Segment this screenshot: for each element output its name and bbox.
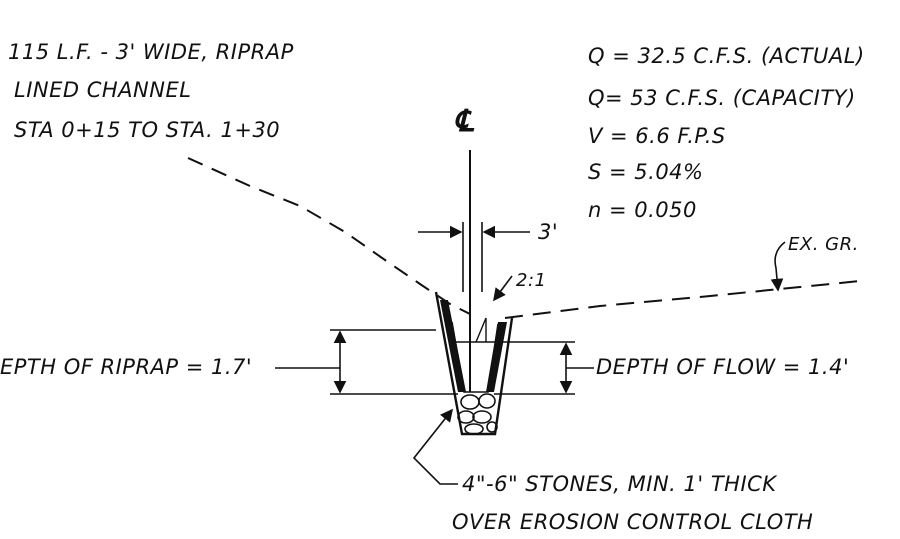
existing-ground-right (504, 280, 861, 319)
title-line-1: 115 L.F. - 3' WIDE, RIPRAP (8, 40, 294, 64)
centerline-symbol: ℄ (454, 104, 474, 139)
side-slope-label: 2:1 (516, 270, 547, 291)
existing-ground-left (187, 157, 471, 315)
riprap-depth-label: EPTH OF RIPRAP = 1.7' (0, 355, 253, 379)
hydraulic-q-actual: Q = 32.5 C.F.S. (ACTUAL) (588, 44, 865, 68)
title-line-3: STA 0+15 TO STA. 1+30 (14, 118, 281, 142)
stone-note-line-1: 4"-6" STONES, MIN. 1' THICK (462, 472, 777, 496)
hydraulic-manning-n: n = 0.050 (588, 198, 697, 222)
hydraulic-velocity: V = 6.6 F.P.S (588, 124, 726, 148)
slope-leader (493, 275, 513, 302)
riprap-stones (457, 393, 498, 435)
slope-triangle (475, 317, 487, 343)
existing-ground-label: EX. GR. (788, 234, 859, 255)
ex-gr-leader (770, 241, 786, 292)
channel-inner (451, 321, 499, 393)
hydraulic-q-capacity: Q= 53 C.F.S. (CAPACITY) (588, 86, 856, 110)
bottom-width-label: 3' (538, 220, 559, 244)
stone-note-line-2: OVER EROSION CONTROL CLOTH (452, 510, 814, 534)
flow-depth-label: DEPTH OF FLOW = 1.4' (596, 355, 850, 379)
title-line-2: LINED CHANNEL (14, 78, 192, 102)
stone-leader (412, 408, 458, 485)
hydraulic-slope: S = 5.04% (588, 160, 704, 184)
